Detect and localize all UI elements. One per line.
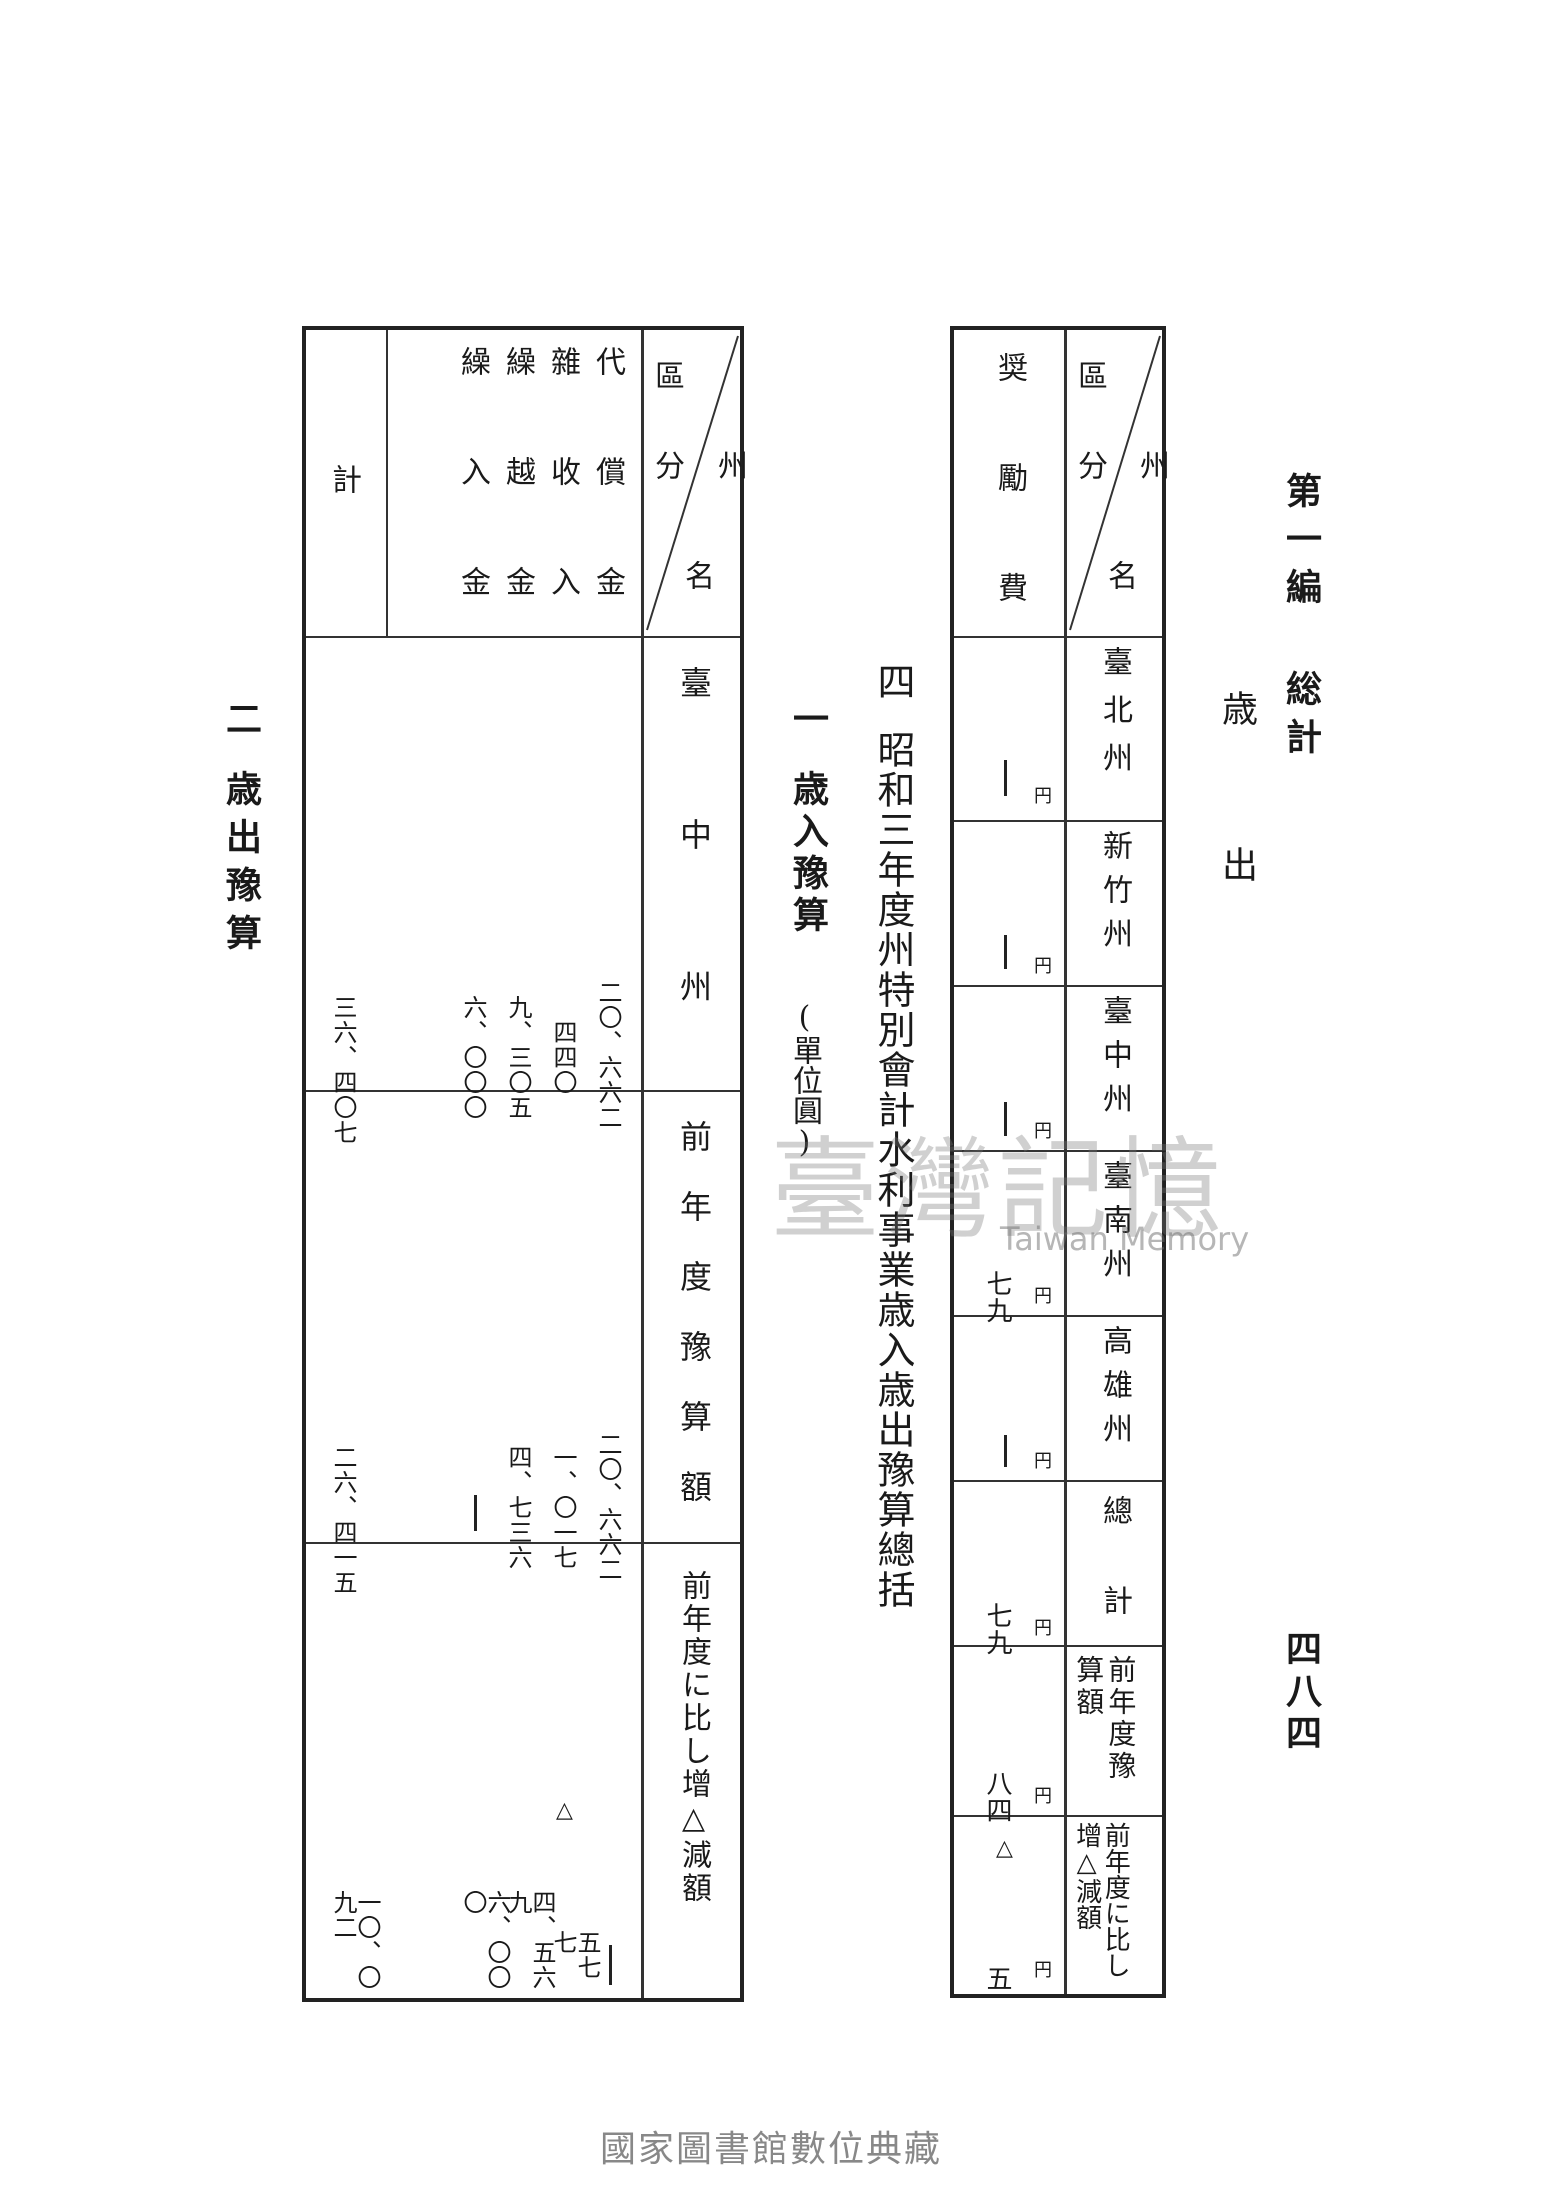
col-header-diff: 前年度に比し增△減額	[1071, 1822, 1131, 1978]
corner-left-2: 區分	[649, 360, 684, 540]
prev-total: 二六、四一五	[329, 1445, 357, 1595]
section-label: 歳出	[1216, 690, 1257, 1002]
col-header-tainan: 臺南州	[1097, 1160, 1132, 1292]
unit-diff: 円	[1034, 1960, 1052, 1981]
title-number: 四	[871, 662, 915, 700]
taichung-misc-income: 四四〇	[549, 1020, 577, 1095]
col-header-prev-budget-2: 前年度豫算額	[675, 1120, 713, 1540]
unit-taipei: 円	[1034, 786, 1052, 807]
diff-misc-decrease-mark: △	[556, 1798, 573, 1823]
unit-kaohsiung: 円	[1034, 1451, 1052, 1472]
taichung-carryover: 九、三〇五	[504, 995, 532, 1120]
value-diff: 五	[982, 1965, 1012, 1992]
col-header-diff-2: 前年度に比し增△減額	[676, 1570, 711, 1905]
row-label-transfer: 繰入金	[455, 346, 490, 676]
value-prev-budget: 八四	[982, 1770, 1012, 1824]
col-header-taipei: 臺北州	[1097, 646, 1132, 790]
col-header-taichung-2: 臺中州	[675, 666, 713, 1122]
sub-one-text: 歳入豫算	[787, 770, 829, 938]
row-label-carryover: 繰越金	[500, 346, 535, 676]
value-total: 七九	[982, 1602, 1012, 1656]
col-header-kaohsiung: 高雄州	[1097, 1325, 1132, 1457]
col-header-taichung: 臺中州	[1097, 995, 1132, 1127]
page-number: 四八四	[1280, 1630, 1322, 1756]
corner-diagonal-2	[646, 335, 739, 631]
diff-transfer: 六、〇〇〇	[459, 1890, 511, 1990]
value-hsinchu	[1004, 935, 1007, 969]
col-header-hsinchu: 新竹州	[1097, 830, 1132, 962]
corner-top: 州	[1134, 450, 1169, 504]
taichung-transfer: 六、〇〇〇	[459, 995, 487, 1120]
diff-total: 一〇、〇九二	[329, 1890, 381, 1990]
col-header-prev-budget: 前年度豫算額	[1072, 1655, 1138, 1783]
corner-middle: 名	[1102, 560, 1137, 614]
prev-compensation: 二〇、六六二	[594, 1432, 622, 1582]
revenue-table: 州 名 區分 代償金 雜收入 繰越金 繰入金 計 臺中州 前年度豫算額 前年度に…	[302, 326, 747, 2002]
sub-one-number: 一	[787, 700, 829, 736]
value-taichung	[1004, 1102, 1007, 1136]
sub-two-text: 歳出豫算	[220, 770, 262, 962]
diff-carryover: 四、五六九	[504, 1890, 556, 1990]
chapter-heading: 第一編 総計	[1280, 472, 1322, 766]
diff-misc-income: 五七七	[549, 1930, 601, 1980]
title-text: 昭和三年度州特別會計水利事業歳入歳出豫算總括	[871, 730, 915, 1610]
sub-two-number: 二	[220, 700, 262, 736]
sub-one-unit: (單位圓)	[787, 1000, 822, 1160]
taichung-total: 三六、四〇七	[329, 995, 357, 1145]
prev-misc-income: 一、〇一七	[549, 1445, 577, 1570]
corner-top-2: 州	[712, 450, 747, 504]
col-header-total: 總計	[1097, 1495, 1132, 1675]
row-label-compensation: 代償金	[590, 346, 625, 676]
value-tainan: 七九	[982, 1270, 1012, 1324]
corner-middle-2: 名	[679, 560, 714, 614]
corner-left: 區分	[1072, 360, 1107, 540]
taichung-compensation: 二〇、六六二	[594, 980, 622, 1130]
row-label-incentive: 奨勵費	[992, 352, 1027, 682]
unit-prev-budget: 円	[1034, 1786, 1052, 1807]
prev-carryover: 四、七三六	[504, 1445, 532, 1570]
value-taipei	[1004, 760, 1007, 796]
watermark-chinese: 臺灣記憶	[770, 1126, 1226, 1254]
corner-diagonal	[1069, 335, 1161, 631]
unit-taichung: 円	[1034, 1121, 1052, 1142]
decrease-mark: △	[996, 1836, 1013, 1861]
unit-total: 円	[1034, 1618, 1052, 1639]
incentive-table: 州 名 區分 奨勵費 臺北州 新竹州 臺中州 臺南州 高雄州 總計 前年度豫算額…	[950, 326, 1169, 1998]
prev-transfer	[474, 1495, 477, 1531]
watermark-english: Taiwan Memory	[1000, 1220, 1250, 1258]
unit-tainan: 円	[1034, 1286, 1052, 1307]
diff-compensation	[609, 1945, 612, 1985]
row-label-misc-income: 雜收入	[545, 346, 580, 676]
row-label-total: 計	[326, 464, 361, 518]
unit-hsinchu: 円	[1034, 956, 1052, 977]
value-kaohsiung	[1004, 1435, 1007, 1467]
footer-archive-label: 國家圖書館數位典藏	[600, 2129, 943, 2170]
